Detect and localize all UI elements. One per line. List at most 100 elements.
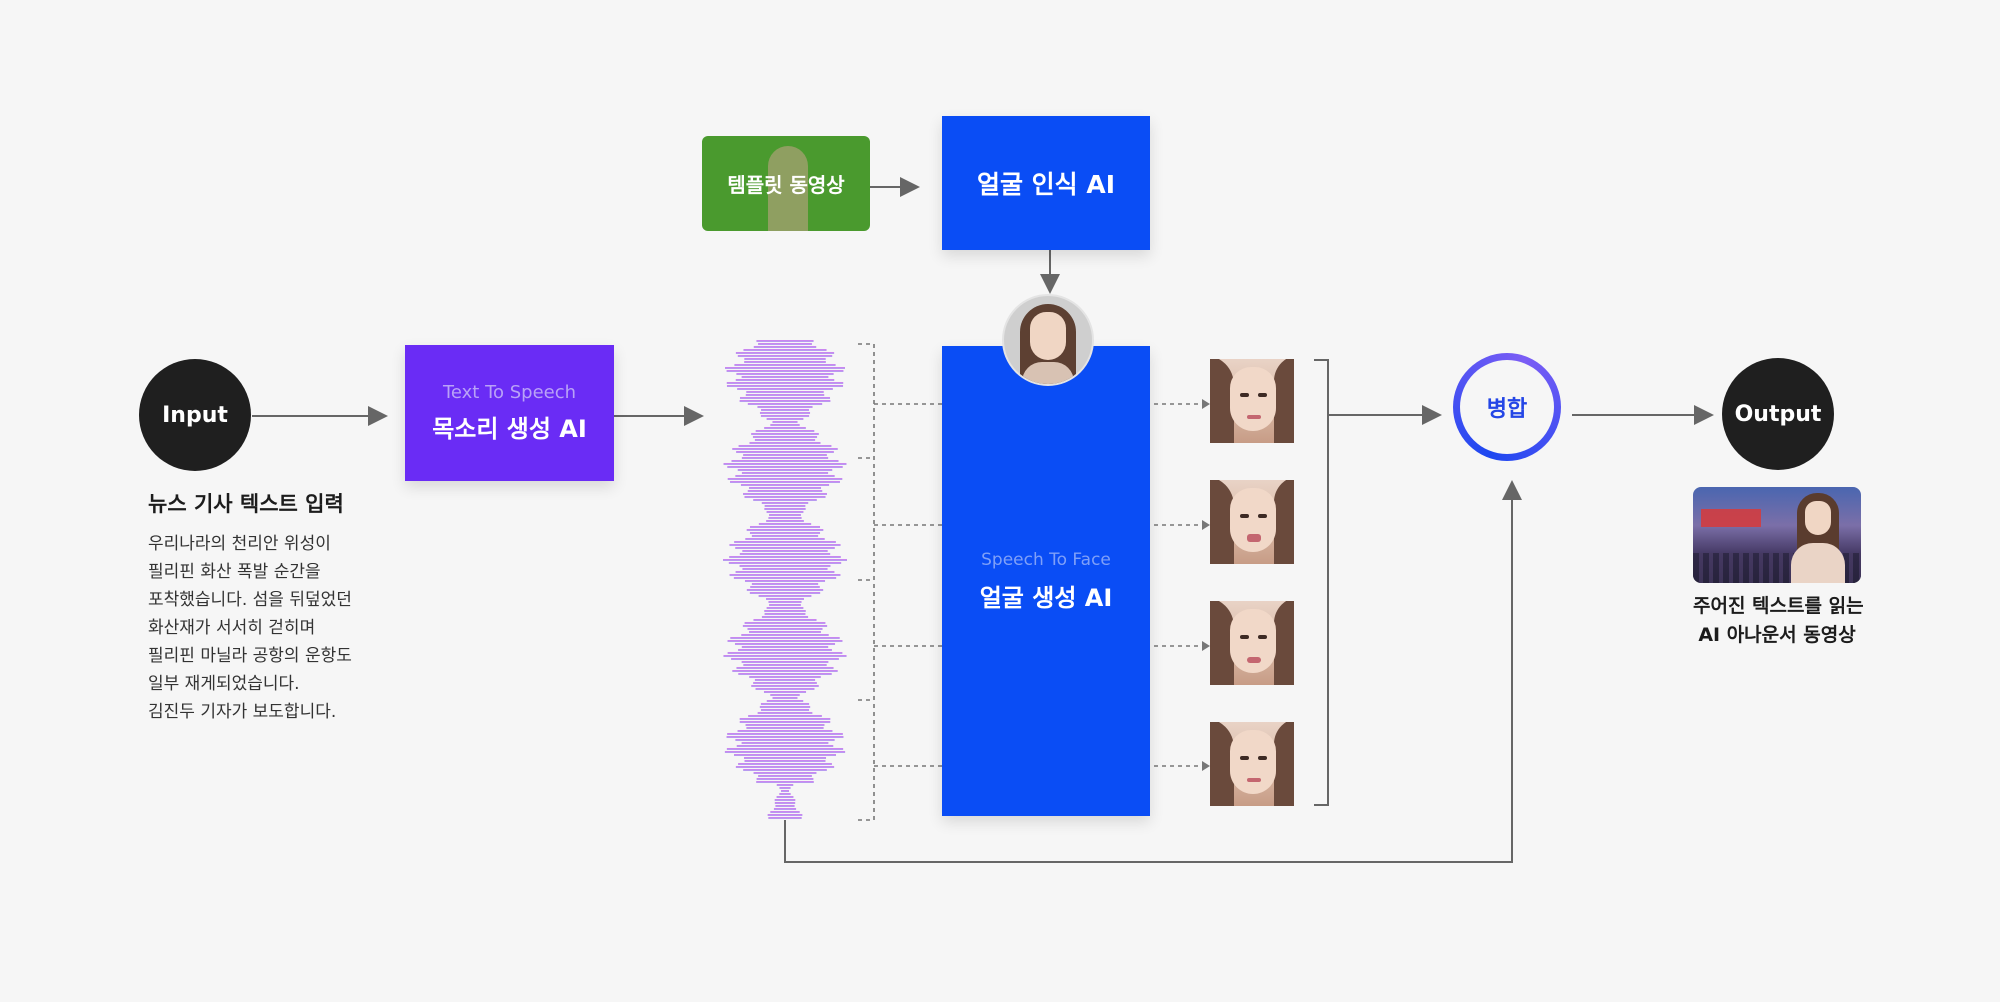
waveform-bar <box>744 760 826 762</box>
waveform-bar <box>735 766 835 768</box>
waveform-bar <box>764 427 806 429</box>
waveform-bar <box>732 448 838 450</box>
waveform-bar <box>724 751 846 753</box>
waveform-bar <box>738 673 832 675</box>
waveform-bar <box>736 667 834 669</box>
waveform-bar <box>746 589 824 591</box>
waveform-bar <box>747 490 823 492</box>
waveform-bar <box>766 418 804 420</box>
waveform-bar <box>726 385 844 387</box>
waveform-bar <box>746 727 824 729</box>
waveform-bar <box>760 709 810 711</box>
waveform-bar <box>729 556 841 558</box>
waveform-bar <box>753 499 817 501</box>
tts-title: 목소리 생성 AI <box>432 415 587 443</box>
waveform-bar <box>738 445 832 447</box>
waveform-bar <box>726 736 844 738</box>
waveform-bar <box>734 364 836 366</box>
waveform-bar <box>723 655 847 657</box>
waveform-bar <box>745 724 825 726</box>
waveform-bar <box>774 802 796 804</box>
waveform-bar <box>736 451 834 453</box>
waveform-bar <box>743 769 827 771</box>
merge-node: 병합 <box>1453 353 1561 461</box>
waveform-bar <box>766 607 804 609</box>
waveform-bar <box>739 721 831 723</box>
news-line: 화산재가 서서히 걷히며 <box>148 618 316 638</box>
waveform-bar <box>732 670 838 672</box>
news-line: 우리나라의 천리안 위성이 <box>148 534 331 554</box>
waveform-bar <box>735 475 835 477</box>
waveform-bar <box>748 715 822 717</box>
output-node: Output <box>1722 358 1834 470</box>
waveform-bar <box>751 685 819 687</box>
news-line: 포착했습니다. 섬을 뒤덮었던 <box>148 590 352 610</box>
waveform-bar <box>735 547 835 549</box>
waveform-bar <box>753 682 817 684</box>
waveform-bar <box>741 661 829 663</box>
waveform-bar <box>731 460 839 462</box>
waveform-bar <box>749 631 821 633</box>
waveform-bar <box>749 442 821 444</box>
waveform-bar <box>755 688 815 690</box>
waveform-bar <box>741 634 829 636</box>
template-video-label: 템플릿 동영상 <box>727 173 845 197</box>
waveform-bar <box>742 550 828 552</box>
waveform-bar <box>748 487 822 489</box>
waveform-bar <box>749 592 821 594</box>
generated-face-frame <box>1210 601 1294 685</box>
waveform-bar <box>758 523 812 525</box>
waveform-bar <box>750 586 820 588</box>
news-body: 우리나라의 천리안 위성이 필리핀 화산 폭발 순간을 포착했습니다. 섬을 뒤… <box>148 530 352 726</box>
waveform-bar <box>744 361 826 363</box>
waveform-bar <box>769 514 801 516</box>
waveform-bar <box>744 358 826 360</box>
waveform-bar <box>727 478 843 480</box>
waveform-bar <box>745 538 825 540</box>
tts-box: Text To Speech 목소리 생성 AI <box>405 345 614 481</box>
waveform-bar <box>776 784 794 786</box>
waveform-bar <box>758 343 812 345</box>
waveform-bar <box>743 349 827 351</box>
merge-label: 병합 <box>1486 397 1528 422</box>
waveform-bar <box>736 745 834 747</box>
waveform-bar <box>737 388 833 390</box>
waveform-bar <box>749 526 821 528</box>
waveform-bar <box>761 616 809 618</box>
news-line: 필리핀 화산 폭발 순간을 <box>148 562 321 582</box>
waveform-bar <box>726 382 844 384</box>
waveform-bar <box>761 409 809 411</box>
waveform-bar <box>764 613 806 615</box>
waveform-bar <box>723 463 847 465</box>
waveform-bar <box>757 712 813 714</box>
waveform-bar <box>746 391 824 393</box>
waveform-bar <box>730 637 840 639</box>
waveform-bar <box>735 379 835 381</box>
waveform-bar <box>754 439 816 441</box>
generated-face-frame <box>1210 722 1294 806</box>
waveform-bar <box>758 775 812 777</box>
avatar <box>1002 294 1094 386</box>
waveform-bar <box>746 529 824 531</box>
waveform-bar <box>773 808 797 810</box>
waveform-bar <box>729 544 841 546</box>
waveform-bar <box>744 496 826 498</box>
face-generation-box: Speech To Face 얼굴 생성 AI <box>942 346 1150 816</box>
waveform-bar <box>743 493 827 495</box>
waveform-bar <box>755 430 815 432</box>
waveform-bar <box>751 535 819 537</box>
waveform-bar <box>734 541 836 543</box>
waveform-bar <box>735 739 835 741</box>
waveform-bar <box>741 472 829 474</box>
waveform-bar <box>727 466 843 468</box>
waveform-bar <box>775 805 795 807</box>
news-line: 필리핀 마닐라 공항의 운항도 <box>148 646 352 666</box>
waveform-bar <box>758 595 812 597</box>
waveform-bar <box>764 505 806 507</box>
waveform-bar <box>743 664 827 666</box>
waveform-bar <box>779 787 791 789</box>
waveform-bar <box>739 400 831 402</box>
waveform-bar <box>726 748 844 750</box>
waveform-bar <box>766 700 804 702</box>
waveform-bar <box>749 676 821 678</box>
